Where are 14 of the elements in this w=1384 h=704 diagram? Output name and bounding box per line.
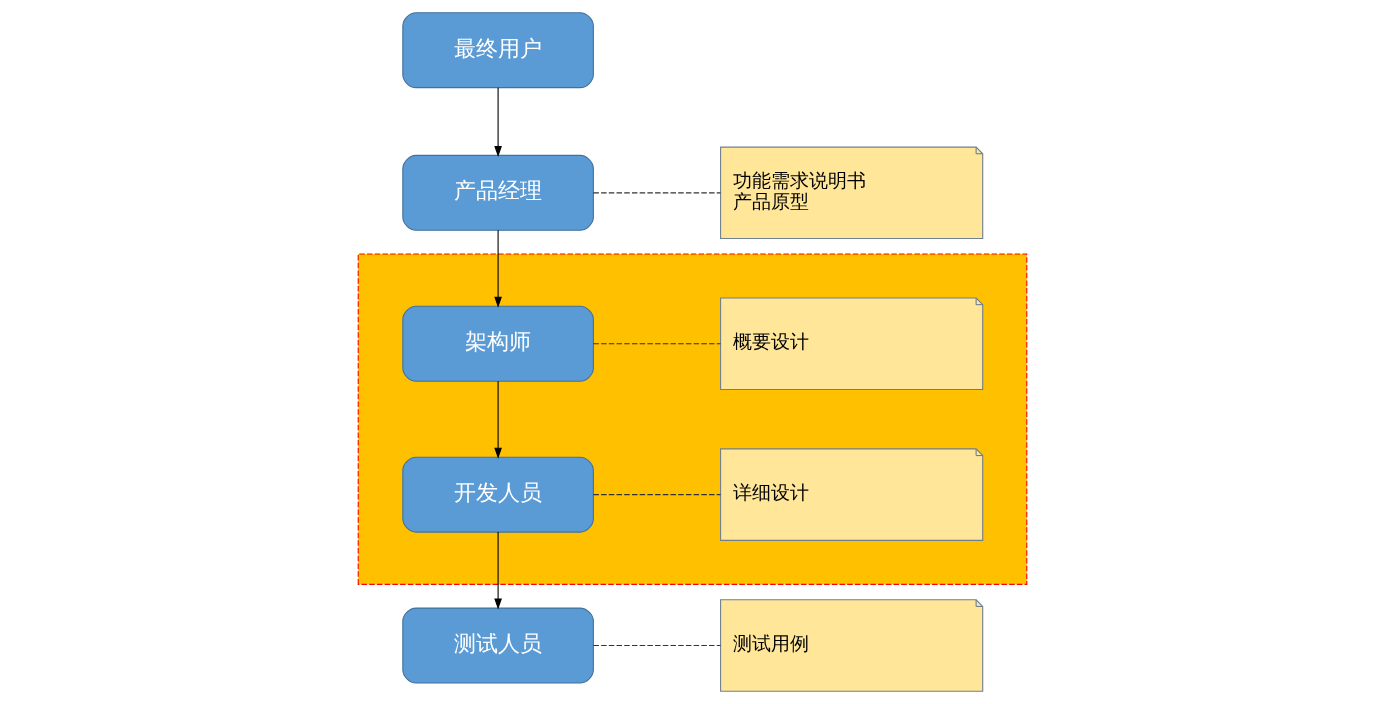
node-box: 测试人员 xyxy=(401,607,594,684)
node-box: 最终用户 xyxy=(401,12,594,89)
connector xyxy=(592,494,721,496)
arrow xyxy=(493,229,502,308)
connector xyxy=(592,645,721,647)
connector xyxy=(592,192,721,194)
node-box: 产品经理 xyxy=(401,154,594,231)
connector xyxy=(592,343,721,345)
cluster xyxy=(357,253,1027,585)
node-box: 开发人员 xyxy=(401,456,594,533)
arrow xyxy=(493,531,502,610)
arrow xyxy=(493,380,502,459)
arrow xyxy=(493,87,502,158)
node-box: 架构师 xyxy=(401,305,594,382)
